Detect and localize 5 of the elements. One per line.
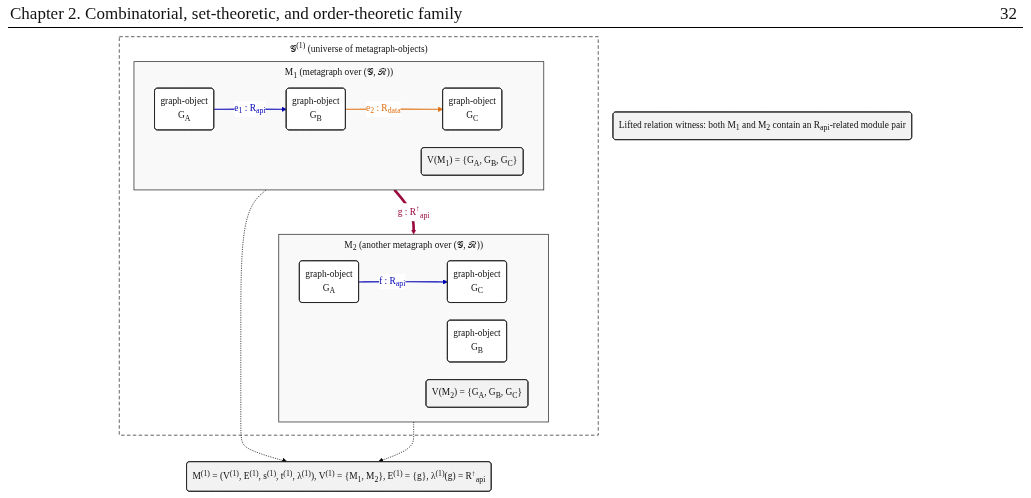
edge-label: f : R$_{api}$ <box>379 275 406 288</box>
edge-label: e$_{2}$ : R$_{data}$ <box>365 102 401 116</box>
page-number: 32 <box>1000 4 1017 24</box>
running-header: Chapter 2. Combinatorial, set-theoretic, and order-theoretic family <box>10 4 463 24</box>
edge-label: e$_{1}$ : R$_{api}$ <box>234 102 266 116</box>
